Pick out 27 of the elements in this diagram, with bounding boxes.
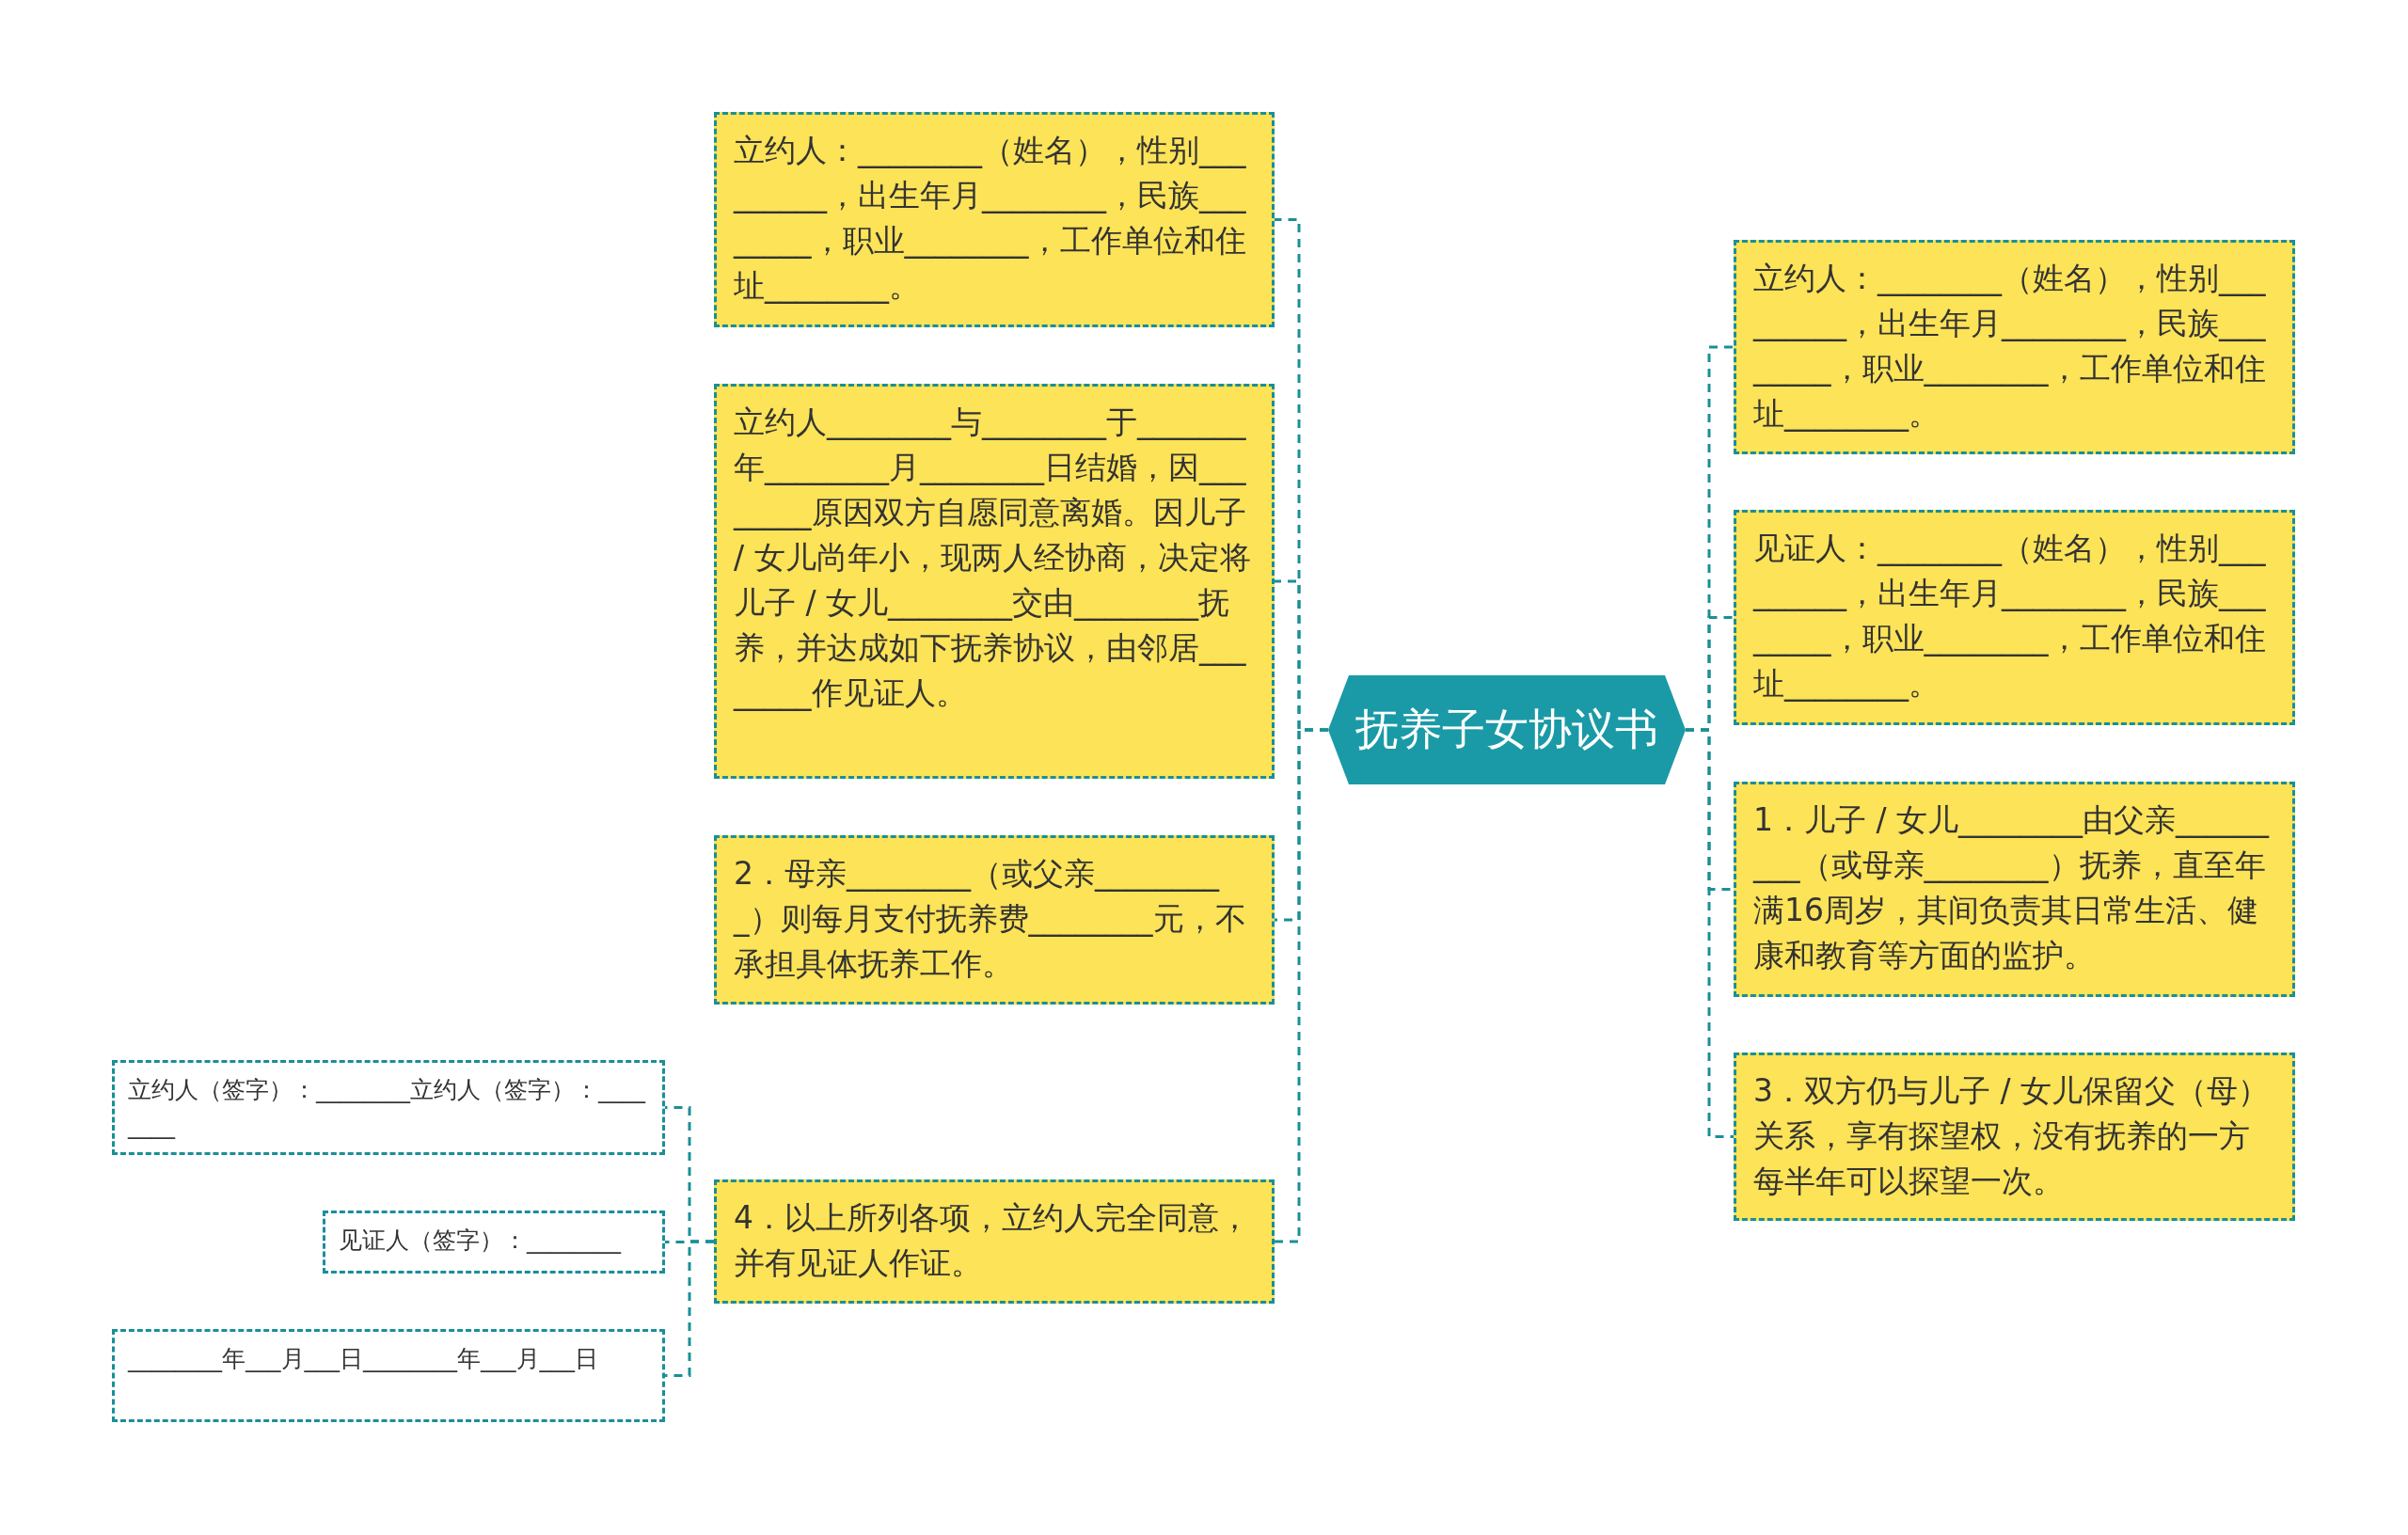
clause-box bbox=[1734, 1052, 2295, 1221]
clause-box bbox=[714, 1179, 1275, 1304]
clause-text: 立约人________与________于_______年________月________日结婚，因________原因双方自愿同意离婚。因儿子 / 女儿尚年小，现两人经协商，决定将儿子 / 女儿________交由________抚养，并达成如下抚养协议，由邻居________作见证人。 bbox=[734, 403, 1252, 713]
clause-text: 立约人（签字）：________立约人（签字）：________ bbox=[128, 1075, 647, 1141]
clause-text: 立约人：________（姓名），性别_________，出生年月________，民族________，职业________，工作单位和住址________。 bbox=[734, 131, 1247, 306]
topic-hexagon bbox=[1328, 675, 1686, 784]
signature-box bbox=[323, 1211, 665, 1274]
signature-box bbox=[112, 1329, 665, 1422]
clause-text: 见证人（签字）：________ bbox=[339, 1226, 623, 1256]
clause-box bbox=[1734, 782, 2295, 997]
clause-box bbox=[1734, 510, 2295, 725]
clause-text: 2．母亲________（或父亲_________）则每月支付抚养费________元，不承担具体抚养工作。 bbox=[734, 854, 1247, 984]
clause-box bbox=[714, 835, 1275, 1005]
clause-box bbox=[1734, 240, 2295, 454]
connector-line bbox=[665, 1240, 714, 1377]
title-text: 抚养子女协议书 bbox=[1355, 703, 1658, 756]
clause-text: 4．以上所列各项，立约人完全同意，并有见证人作证。 bbox=[734, 1198, 1251, 1283]
connector-line bbox=[1275, 728, 1328, 1243]
clause-text: 3．双方仍与儿子 / 女儿保留父（母）关系，享有探望权，没有抚养的一方每半年可以探望一次。 bbox=[1753, 1071, 2271, 1201]
clause-text: ________年___月___日________年___月___日 bbox=[128, 1344, 599, 1374]
clause-text: 1．儿子 / 女儿________由父亲_________（或母亲________）抚养，直至年满16周岁，其间负责其日常生活、健康和教育等方面的监护。 bbox=[1753, 800, 2271, 975]
signature-box bbox=[112, 1060, 665, 1155]
clause-text: 立约人：________（姓名），性别_________，出生年月________，民族________，职业________，工作单位和住址________。 bbox=[1753, 259, 2267, 434]
clause-box bbox=[714, 112, 1275, 327]
clause-text: 见证人：________（姓名），性别_________，出生年月________，民族________，职业________，工作单位和住址________。 bbox=[1753, 529, 2267, 704]
clause-box bbox=[714, 384, 1275, 779]
connector-line bbox=[1686, 728, 1734, 1138]
